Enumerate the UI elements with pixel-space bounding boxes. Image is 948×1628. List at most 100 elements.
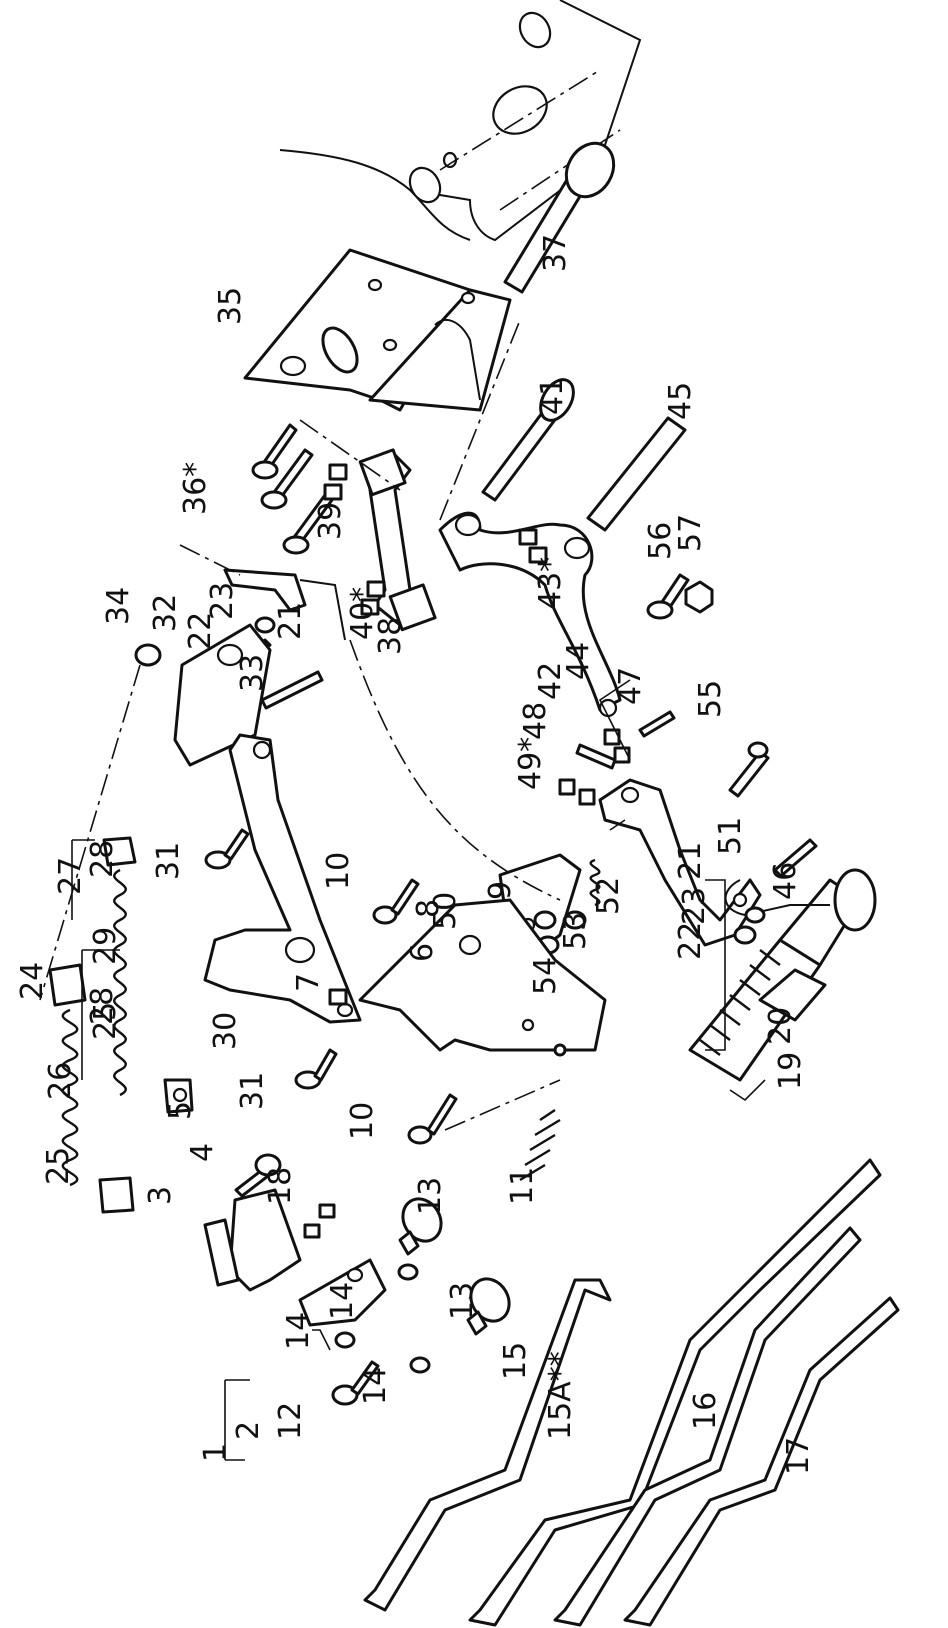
- callout-28-lower: 28: [85, 987, 120, 1025]
- callout-11: 11: [505, 1167, 540, 1205]
- callout-26: 26: [43, 1062, 78, 1100]
- callout-56: 56: [643, 522, 678, 560]
- part-10-screw-lower: [407, 1093, 458, 1145]
- part-12-screw: [331, 1360, 380, 1406]
- callout-3: 3: [143, 1186, 178, 1205]
- part-52-spring: [589, 858, 601, 907]
- callout-25-lower: 25: [41, 1147, 76, 1185]
- callout-25-upper: 25: [88, 1002, 123, 1040]
- callout-34: 34: [101, 587, 136, 625]
- callout-24: 24: [15, 962, 50, 1000]
- part-15A-blade: [468, 1158, 882, 1627]
- callout-47: 47: [613, 667, 648, 705]
- part-7-screw: [328, 988, 348, 1006]
- part-20-nut: [758, 968, 827, 1022]
- part-32-block: [173, 623, 272, 767]
- part-19-threaded-assembly: [688, 868, 877, 1082]
- part-24-spring-assembly: [48, 963, 135, 1214]
- part-23-washer-upper: [254, 616, 276, 634]
- callout-35: 35: [213, 287, 248, 325]
- callout-42: 42: [533, 662, 568, 700]
- callout-18: 18: [263, 1167, 298, 1205]
- part-21-upper-wire: [179, 544, 346, 641]
- part-39-screws: [323, 463, 348, 501]
- part-36-screws: [251, 423, 334, 555]
- callout-29: 29: [88, 927, 123, 965]
- callout-12: 12: [273, 1402, 308, 1440]
- callout-17: 17: [781, 1437, 816, 1475]
- callout-41: 41: [535, 377, 570, 415]
- callout-10-upper: 10: [321, 852, 356, 890]
- callout-14-b: 14: [281, 1312, 316, 1350]
- part-41-pin: [481, 378, 575, 502]
- machine-casting: [279, 0, 642, 242]
- part-11-spring: [519, 1109, 561, 1182]
- part-47-screw: [638, 710, 676, 738]
- part-55-bolt: [728, 741, 770, 798]
- callout-38: 38: [373, 617, 408, 655]
- part-33-screw: [260, 670, 324, 710]
- part-9-pin: [553, 1043, 567, 1057]
- callout-28-upper: 28: [85, 840, 120, 878]
- part-43-screws: [518, 528, 548, 564]
- part-57-nut: [684, 580, 714, 614]
- part-34-nut: [134, 643, 162, 667]
- callout-30: 30: [208, 1012, 243, 1050]
- part-40-screws: [360, 580, 386, 616]
- callout-13-upper: 13: [413, 1177, 448, 1215]
- part-31-screw-upper: [204, 828, 250, 870]
- callout-50: 50: [428, 892, 463, 930]
- callout-22-upper: 22: [183, 612, 218, 650]
- part-14-washers: [334, 1263, 431, 1374]
- assembly-guide-lines: [39, 319, 561, 1131]
- callout-labels: 1 2 3 4 5 6 7 8 9 10 10 11 12 13 13 14 1…: [15, 234, 816, 1475]
- callout-46: 46: [768, 862, 803, 900]
- part-13-knob-lower: [466, 1277, 511, 1336]
- callout-51: 51: [713, 817, 748, 855]
- part-37-pin: [503, 141, 616, 294]
- part-16-blade: [553, 1226, 862, 1627]
- callout-39: 39: [313, 502, 348, 540]
- callout-1: 1: [198, 1443, 233, 1462]
- callout-22-lower: 22: [673, 922, 708, 960]
- callout-23-upper: 23: [205, 582, 240, 620]
- part-3-pin: [203, 1218, 240, 1287]
- callout-33: 33: [235, 654, 270, 692]
- callout-21-lower: 21: [673, 842, 708, 880]
- callout-14-c: 14: [358, 1367, 393, 1405]
- callout-8: 8: [411, 899, 446, 918]
- part-31-screw-lower: [294, 1048, 338, 1090]
- callout-4: 4: [185, 1143, 220, 1162]
- callout-7: 7: [291, 973, 326, 992]
- part-30-plate: [203, 733, 362, 1024]
- part-17-blade: [623, 1296, 900, 1627]
- callout-13-lower: 13: [445, 1282, 480, 1320]
- part-23-washer-lower: [744, 906, 766, 924]
- callout-31-lower: 31: [235, 1072, 270, 1110]
- part-18-screws: [303, 1203, 336, 1239]
- callout-54: 54: [528, 957, 563, 995]
- part-56-bolt: [646, 573, 690, 620]
- part-13-knob-upper: [398, 1197, 443, 1256]
- callout-49: 49*: [513, 737, 548, 790]
- callout-55: 55: [693, 680, 728, 718]
- part-1-bracket: [228, 1188, 387, 1327]
- callout-16: 16: [688, 1392, 723, 1430]
- part-38-arm: [358, 448, 437, 632]
- part-45-rod: [586, 416, 687, 532]
- part-15-blade: [363, 1278, 612, 1612]
- part-42-lever: [438, 511, 622, 718]
- part-6-arm: [358, 898, 607, 1052]
- callout-37: 37: [538, 234, 573, 272]
- callout-48: 48: [518, 702, 553, 740]
- callout-52: 52: [591, 877, 626, 915]
- callout-2: 2: [231, 1421, 266, 1440]
- callout-5: 5: [163, 1101, 198, 1120]
- callout-15A: 15A**: [543, 1351, 578, 1440]
- callout-57: 57: [673, 514, 708, 552]
- callout-23-lower: 23: [677, 887, 712, 925]
- part-27-spring-assembly: [102, 836, 194, 1114]
- callout-leaders: [71, 679, 766, 1461]
